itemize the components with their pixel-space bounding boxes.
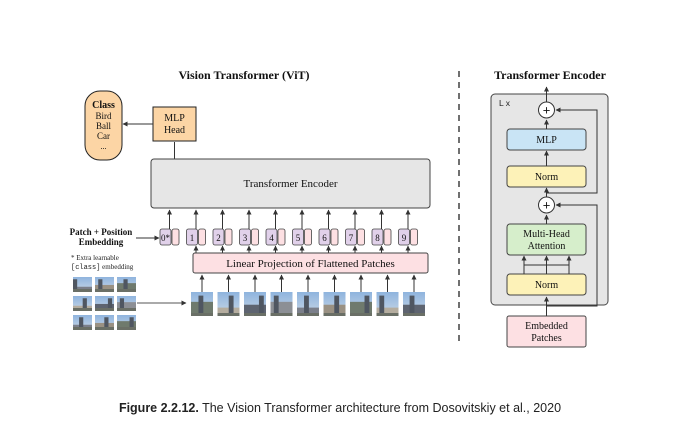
position-embedding xyxy=(371,228,384,246)
caption-label: Figure 2.2.12. xyxy=(118,401,199,415)
token-pair: 7 xyxy=(345,209,365,253)
patch-token xyxy=(251,228,259,246)
position-embedding xyxy=(186,228,198,246)
position-index: 3 xyxy=(243,233,248,243)
patch-position-label-0: Patch + Position xyxy=(70,227,133,237)
linear-projection-label: Linear Projection of Flattened Patches xyxy=(226,258,395,270)
token-pair: 1 xyxy=(186,209,206,253)
source-image-grid xyxy=(73,277,136,330)
class-item-1: Ball xyxy=(96,121,111,131)
image-patch xyxy=(73,315,92,330)
norm-bottom-label: Norm xyxy=(535,280,559,291)
patch-token xyxy=(171,228,180,246)
class-item-3: ... xyxy=(101,142,107,151)
linear-projection-box xyxy=(192,252,429,274)
embedded-patches-line-1: Patches xyxy=(531,333,562,344)
image-patch xyxy=(73,277,92,292)
image-patch xyxy=(217,292,240,316)
position-index: 6 xyxy=(322,233,327,243)
token-pair: 3 xyxy=(239,209,259,253)
extra-note-code: [class] xyxy=(71,264,100,272)
class-head-box xyxy=(84,90,123,161)
token-pair: 9 xyxy=(398,209,418,253)
image-patch xyxy=(95,277,114,292)
patch-token xyxy=(410,228,418,246)
vit-encoder-label: Transformer Encoder xyxy=(244,178,338,190)
vit-diagram: Vision Transformer (ViT) Class Bird Ball… xyxy=(70,68,609,348)
add-node-top-symbol: + xyxy=(543,103,551,118)
token-pair: 0* xyxy=(159,209,180,246)
image-patch xyxy=(95,296,114,311)
add-node-bottom-symbol: + xyxy=(543,198,551,213)
encoder-detail-title: Transformer Encoder xyxy=(494,68,607,82)
image-patch xyxy=(403,292,425,316)
class-title: Class xyxy=(92,100,115,111)
patch-position-label-1: Embedding xyxy=(79,237,124,247)
image-patch xyxy=(323,292,346,316)
image-patch xyxy=(350,292,372,316)
image-patch xyxy=(244,292,266,316)
token-pair: 6 xyxy=(318,209,339,253)
flattened-patch-row xyxy=(191,274,425,316)
token-layer: 0* 1 2 3 4 5 6 7 8 9 xyxy=(159,209,418,253)
token-pair: 5 xyxy=(292,209,312,253)
token-pair: 2 xyxy=(212,209,233,253)
position-embedding xyxy=(398,228,410,246)
image-patch xyxy=(191,292,213,316)
image-patch xyxy=(117,296,136,311)
class-item-2: Car xyxy=(97,131,110,141)
image-patch xyxy=(73,296,92,311)
extra-note-line-1: * Extra learnable xyxy=(71,254,119,262)
image-patch xyxy=(376,292,399,316)
position-embedding xyxy=(292,228,304,246)
position-index: 8 xyxy=(375,233,380,243)
norm-top-label: Norm xyxy=(535,172,559,183)
position-index: 1 xyxy=(190,233,195,243)
patch-token xyxy=(224,228,233,246)
vit-encoder-box xyxy=(150,158,431,209)
position-embedding xyxy=(265,228,278,246)
patch-token xyxy=(277,228,286,246)
caption-text: The Vision Transformer architecture from… xyxy=(198,401,562,415)
patch-token xyxy=(357,228,365,246)
attention-line-0: Multi-Head xyxy=(523,229,570,240)
mlp-label: MLP xyxy=(536,135,557,146)
image-patch xyxy=(270,292,293,316)
patch-token xyxy=(304,228,312,246)
vit-title: Vision Transformer (ViT) xyxy=(178,68,309,82)
position-index: 9 xyxy=(402,233,407,243)
embedded-patches-line-0: Embedded xyxy=(525,321,568,332)
patch-token xyxy=(330,228,339,246)
mlp-head-box xyxy=(152,106,197,142)
mlp-head-line-1: Head xyxy=(164,125,185,136)
position-index: 2 xyxy=(216,233,221,243)
position-embedding xyxy=(318,228,331,246)
position-index: 7 xyxy=(349,233,354,243)
extra-note-line-2: [class] embedding xyxy=(71,263,134,272)
image-patch xyxy=(297,292,319,316)
position-index: 4 xyxy=(269,233,274,243)
patch-token xyxy=(198,228,206,246)
repeat-label: L x xyxy=(499,98,511,108)
position-embedding xyxy=(239,228,251,246)
image-patch xyxy=(117,315,136,330)
token-pair: 4 xyxy=(265,209,286,253)
residual-path-2 xyxy=(546,107,598,194)
position-embedding xyxy=(345,228,357,246)
figure-caption: Figure 2.2.12. The Vision Transformer ar… xyxy=(0,401,680,415)
position-embedding xyxy=(212,228,225,246)
position-index: 5 xyxy=(296,233,301,243)
class-item-0: Bird xyxy=(95,111,112,121)
patch-token xyxy=(383,228,392,246)
extra-note-rest: embedding xyxy=(100,263,133,271)
position-embedding xyxy=(159,228,172,246)
mlp-head-line-0: MLP xyxy=(164,113,185,124)
image-patch xyxy=(117,277,136,292)
token-pair: 8 xyxy=(371,209,392,253)
attention-line-1: Attention xyxy=(528,241,566,252)
position-index: 0* xyxy=(161,233,171,243)
image-patch xyxy=(95,315,114,330)
residual-path-1 xyxy=(546,202,598,307)
